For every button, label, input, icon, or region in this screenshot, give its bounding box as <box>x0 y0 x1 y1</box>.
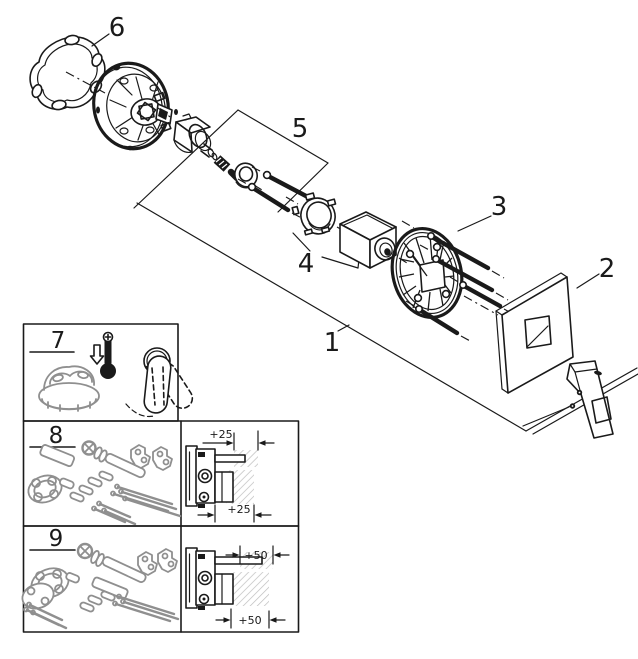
callout-4: 4 <box>298 249 315 279</box>
temperature-limiter-icon <box>38 365 100 412</box>
callout-3: 3 <box>491 192 508 222</box>
stop-ring-cap <box>285 192 337 236</box>
seal-gasket <box>29 33 110 111</box>
dim-50-top-text: +50 <box>244 549 267 562</box>
inset-label-8: 8 <box>49 423 64 449</box>
lever-handle <box>522 360 614 439</box>
cartridge-nut <box>213 155 231 172</box>
inset-label-9: 9 <box>49 526 64 552</box>
callout-1: 1 <box>324 328 341 358</box>
wall-housing <box>92 61 178 151</box>
carrier-plate <box>390 215 492 320</box>
dim-50-top: +50 <box>225 545 290 565</box>
mounting-screws <box>401 220 516 343</box>
callout-6: 6 <box>109 13 126 43</box>
callout-brackets <box>133 109 362 269</box>
dim-25-top-text: +25 <box>209 428 232 441</box>
inset-box-7: 7 <box>22 323 194 422</box>
cartridge <box>157 107 241 182</box>
function-cube <box>336 211 397 269</box>
dim-25-bottom: +25 <box>197 503 272 523</box>
section-view-50: +50 +50 <box>185 545 290 629</box>
cover-plate <box>495 272 600 394</box>
dim-25-bottom-text: +25 <box>227 503 250 516</box>
handle-rotation-icon <box>125 347 194 418</box>
section-view-25: +25 +25 <box>185 428 275 523</box>
callout-5: 5 <box>292 114 309 144</box>
inset-box-9: 9 <box>21 525 300 633</box>
extension-kit-50-parts <box>21 542 180 630</box>
dim-50-bottom: +50 <box>215 608 286 629</box>
extension-kit-25-parts <box>27 440 182 526</box>
inset-label-7: 7 <box>51 328 66 354</box>
thermometer-icon <box>89 331 116 379</box>
inset-box-8: 8 <box>22 420 300 527</box>
dim-25-top: +25 <box>202 428 275 451</box>
dim-50-bottom-text: +50 <box>238 614 261 627</box>
stop-ring-nut <box>234 162 263 191</box>
callout-2: 2 <box>599 254 616 284</box>
